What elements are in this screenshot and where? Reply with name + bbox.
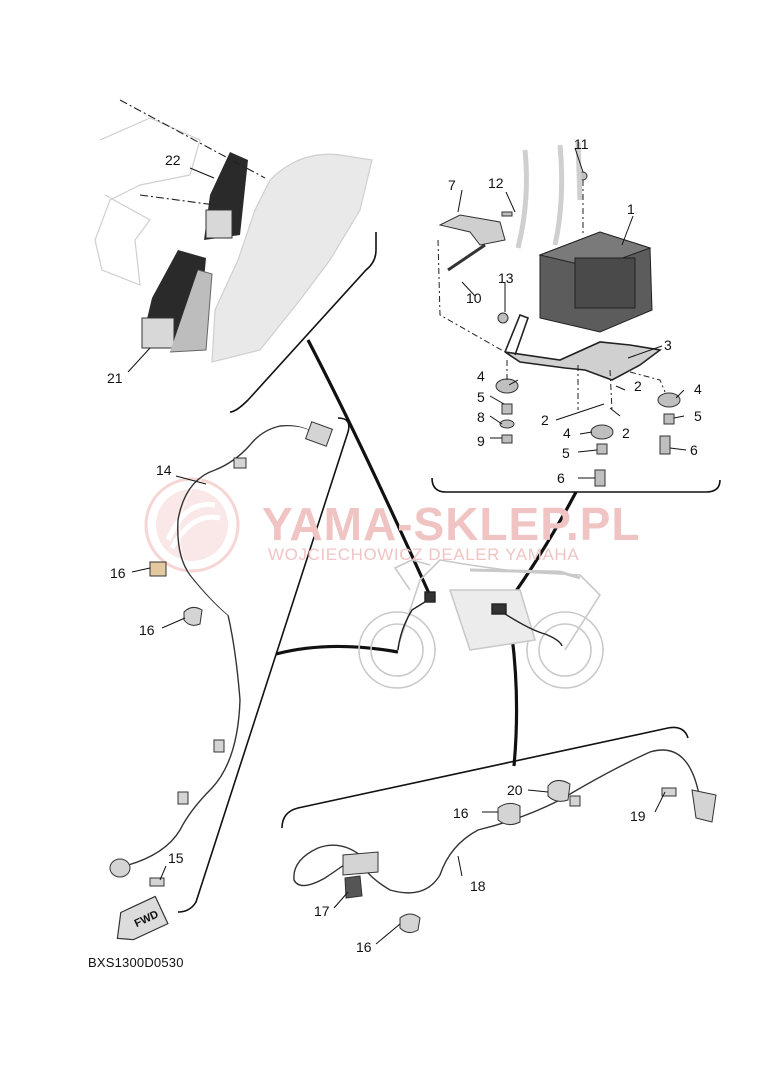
frame-ecu	[229, 232, 377, 413]
abs-unit	[538, 231, 653, 333]
fwd-arrow: FWD	[116, 895, 169, 941]
callout-12: 12	[488, 175, 504, 191]
watermark-title: YAMA-SKLEP.PL	[262, 498, 641, 550]
callout-4-middle: 4	[563, 425, 571, 441]
bike-wiring	[397, 591, 563, 651]
ecu-dash-lines	[119, 99, 266, 206]
callout-15: 15	[168, 850, 184, 866]
callout-16-rear-lower: 16	[356, 939, 372, 955]
watermark-subtitle: WOJCIECHOWICZ DEALER YAMAHA	[268, 545, 580, 564]
callout-18: 18	[470, 878, 486, 894]
watermark-logo	[144, 477, 240, 573]
abs-ghost-lines	[515, 141, 583, 249]
leader-rear	[510, 635, 519, 767]
callout-leaders	[127, 147, 687, 945]
callout-5-right: 5	[694, 408, 702, 424]
callout-8: 8	[477, 409, 485, 425]
motorcycle-silhouette	[358, 559, 604, 689]
callout-21: 21	[107, 370, 123, 386]
frame-rear	[281, 726, 689, 829]
rear-sensor-lead	[293, 749, 701, 894]
leader-front	[275, 644, 399, 656]
callout-9: 9	[477, 433, 485, 449]
callout-22: 22	[165, 152, 181, 168]
callout-6-bottom: 6	[557, 470, 565, 486]
abs-bracket	[504, 313, 662, 381]
frame-abs	[431, 477, 721, 493]
callout-16-rear-upper: 16	[453, 805, 469, 821]
callout-4-right: 4	[694, 381, 702, 397]
callout-2-right: 2	[634, 378, 642, 394]
callout-7: 7	[448, 177, 456, 193]
callout-5-middle: 5	[562, 445, 570, 461]
callout-19: 19	[630, 808, 646, 824]
callout-10: 10	[466, 290, 482, 306]
callout-14: 14	[156, 462, 172, 478]
callout-5-left: 5	[477, 389, 485, 405]
callout-2-middle: 2	[622, 425, 630, 441]
callout-17: 17	[314, 903, 330, 919]
rear-sensor-parts	[342, 780, 717, 934]
callout-2-left: 2	[541, 412, 549, 428]
callout-4-left: 4	[477, 368, 485, 384]
callout-16-front-upper: 16	[110, 565, 126, 581]
ecu-parts	[141, 152, 248, 353]
diagram-code: BXS1300D0530	[88, 955, 184, 970]
callout-6-right: 6	[690, 442, 698, 458]
callout-3: 3	[664, 337, 672, 353]
front-sensor-lead	[124, 424, 319, 868]
callout-13: 13	[498, 270, 514, 286]
callout-1: 1	[627, 201, 635, 217]
callout-16-front-lower: 16	[139, 622, 155, 638]
callout-20: 20	[507, 782, 523, 798]
abs-dash-lines	[437, 180, 666, 411]
front-sensor-parts	[109, 421, 334, 887]
callout-11: 11	[574, 136, 589, 152]
ecu-ghost-frame	[94, 117, 373, 363]
frame-front	[177, 417, 350, 913]
